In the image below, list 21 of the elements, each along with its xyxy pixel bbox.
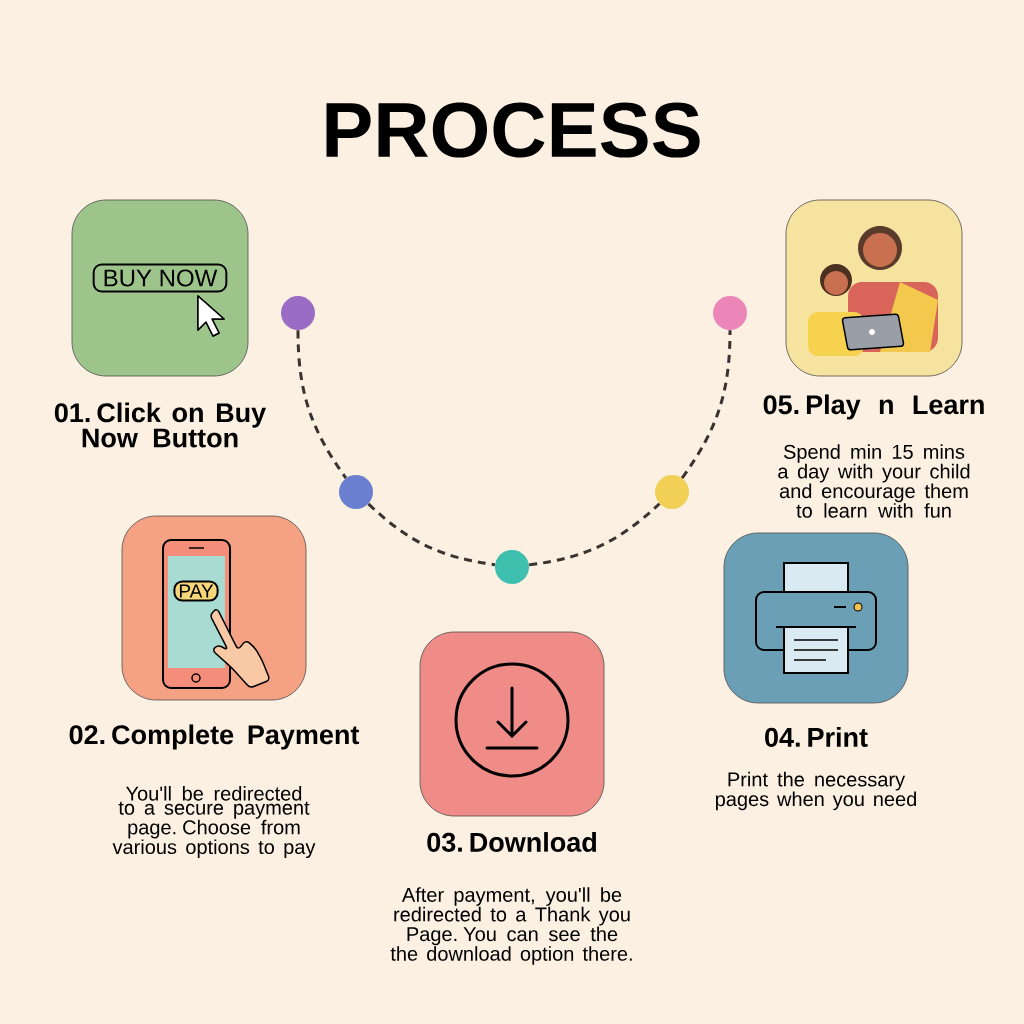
step-heading: 01. Click on Buy Now Button: [54, 402, 266, 448]
dot: [655, 475, 689, 509]
step-description: Spend min 15 mins a day with your child and encourage them to learn with fun: [778, 444, 970, 518]
dashed-connector: [367, 502, 496, 567]
dot: [339, 475, 373, 509]
dot: [713, 296, 747, 330]
step-heading: 04. Print: [765, 727, 868, 747]
step-heading: 03. Download: [427, 832, 596, 852]
buy-now-button: BUY NOW: [92, 263, 228, 293]
step-description: You'll be redirected to a secure payment page. Choose from various options to pay: [112, 786, 316, 859]
step-heading: 02. Complete Payment: [69, 724, 360, 750]
dot: [495, 550, 529, 584]
step-description: Print the necessary pages when you need: [716, 771, 916, 811]
dashed-connector: [296, 330, 348, 479]
dot: [281, 296, 315, 330]
step-description: After payment, you'll be redirected to a Thank you Page. You can see the the download option there.: [390, 887, 632, 965]
dashed-connector: [680, 330, 732, 479]
pay-button: PAY: [173, 580, 219, 602]
step-heading: 05. Play n Learn: [763, 394, 984, 420]
dashed-connector: [528, 502, 661, 567]
title: PROCESS: [326, 102, 700, 158]
